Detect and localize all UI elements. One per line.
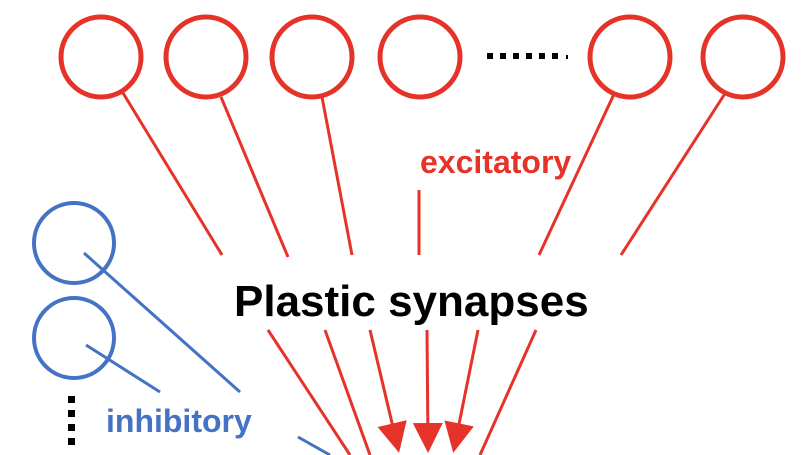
inhibitory-neuron <box>32 296 116 380</box>
excitatory-neurons <box>58 14 786 100</box>
horizontal-ellipsis <box>487 53 568 59</box>
inhibitory-label: inhibitory <box>106 403 252 439</box>
excitatory-neuron <box>269 14 355 100</box>
vertical-ellipsis <box>68 396 75 445</box>
excitatory-neuron <box>58 14 144 100</box>
inhibitory-connections <box>83 251 331 455</box>
excitatory-label: excitatory <box>420 144 572 180</box>
excitatory-neuron <box>377 14 463 100</box>
excitatory-connections-lower <box>266 329 538 455</box>
inhibitory-neuron <box>32 201 116 285</box>
inhibitory-neurons <box>32 201 116 380</box>
excitatory-connections-upper <box>121 91 728 258</box>
plastic-synapses-label: Plastic synapses <box>234 277 589 326</box>
excitatory-neuron <box>700 14 786 100</box>
excitatory-neuron <box>163 14 249 100</box>
excitatory-neuron <box>587 14 673 100</box>
